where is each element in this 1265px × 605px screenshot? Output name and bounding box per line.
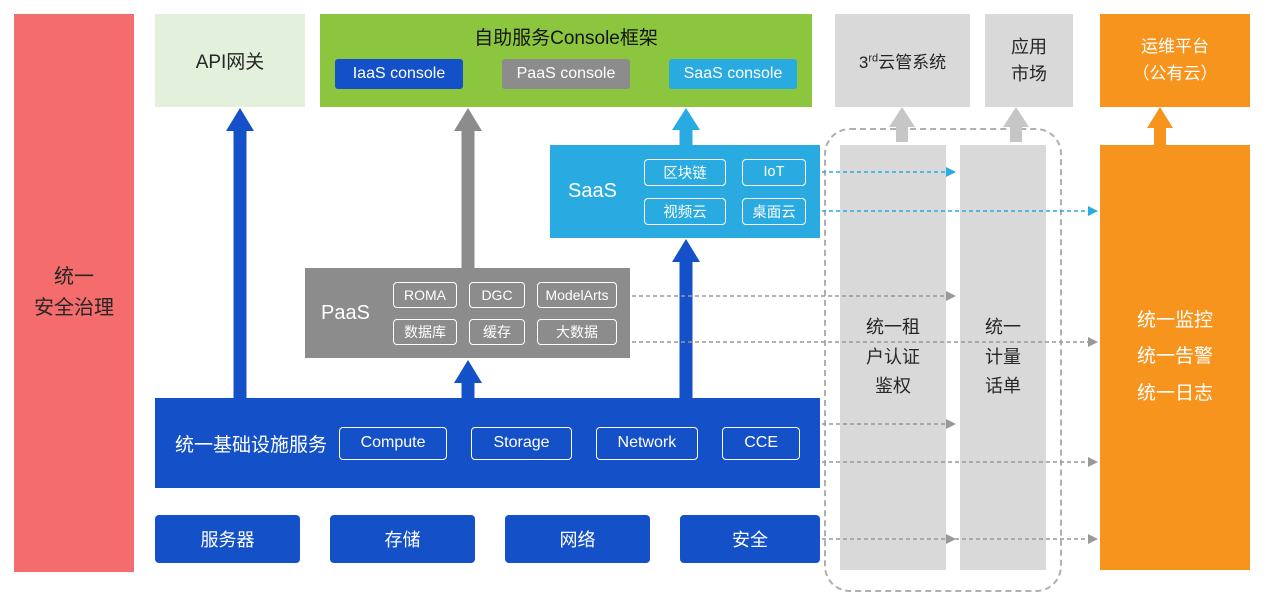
infrastructure-layer-label: 统一基础设施服务 <box>175 434 328 456</box>
infrastructure-services-row: Compute Storage Network CCE <box>338 426 800 460</box>
infrastructure-layer-box: 统一基础设施服务 Compute Storage Network CCE <box>155 398 820 488</box>
cache-chip: 缓存 <box>469 318 525 345</box>
database-chip: 数据库 <box>393 318 457 345</box>
iaas-console-chip: IaaS console <box>335 59 463 89</box>
unified-security-governance-label: 统一 安全治理 <box>34 266 114 319</box>
modelarts-chip: ModelArts <box>537 281 617 308</box>
api-gateway-box: API网关 <box>155 14 305 107</box>
app-market-box: 应用 市场 <box>985 14 1073 107</box>
om-platform-label: 运维平台 （公有云） <box>1132 37 1218 83</box>
bigdata-chip: 大数据 <box>537 318 617 345</box>
paas-layer-box: PaaS ROMA DGC ModelArts 数据库 缓存 大数据 <box>305 268 630 358</box>
storage-chip: Storage <box>471 426 572 460</box>
third-cloud-superscript: rd <box>868 52 879 65</box>
blockchain-chip: 区块链 <box>644 158 726 186</box>
roma-chip: ROMA <box>393 281 457 308</box>
saas-console-chip: SaaS console <box>669 59 797 89</box>
monitoring-box: 统一监控 统一告警 统一日志 <box>1100 145 1250 570</box>
storage-hw-box: 存储 <box>330 515 475 563</box>
paas-services-grid: ROMA DGC ModelArts 数据库 缓存 大数据 <box>393 281 617 345</box>
monitoring-label: 统一监控 统一告警 统一日志 <box>1136 310 1213 404</box>
compute-chip: Compute <box>338 426 448 460</box>
third-cloud-suffix: 云管系统 <box>878 53 947 72</box>
arrow-paas-to-console <box>454 108 482 268</box>
console-framework-box: 自助服务Console框架 IaaS console PaaS console … <box>320 14 812 107</box>
arrow-saas-to-console <box>672 108 700 145</box>
metering-label: 统一 计量 话单 <box>985 316 1021 397</box>
paas-console-chip: PaaS console <box>502 59 630 89</box>
console-framework-row: IaaS console PaaS console SaaS console <box>335 59 797 89</box>
arrow-monitoring-to-om-platform <box>1147 107 1173 145</box>
om-platform-box: 运维平台 （公有云） <box>1100 14 1250 107</box>
third-party-cloud-mgmt-label: 3rd云管系统 <box>859 48 946 73</box>
saas-layer-box: SaaS 区块链 IoT 视频云 桌面云 <box>550 145 820 238</box>
arrow-infra-to-api-gateway <box>226 108 254 398</box>
iot-chip: IoT <box>742 158 806 186</box>
arrow-infra-to-saas <box>672 239 700 398</box>
cce-chip: CCE <box>722 426 800 460</box>
shared-services-dashed-container <box>824 128 1062 592</box>
third-party-cloud-mgmt-box: 3rd云管系统 <box>835 14 970 107</box>
network-chip: Network <box>595 426 699 460</box>
server-box: 服务器 <box>155 515 300 563</box>
arrow-infra-to-paas <box>454 360 482 398</box>
api-gateway-label: API网关 <box>195 52 265 73</box>
network-hw-box: 网络 <box>505 515 650 563</box>
saas-services-grid: 区块链 IoT 视频云 桌面云 <box>644 158 806 225</box>
third-cloud-prefix: 3 <box>858 53 869 72</box>
desktop-cloud-chip: 桌面云 <box>742 197 806 225</box>
console-framework-title: 自助服务Console框架 <box>474 28 658 49</box>
app-market-label: 应用 市场 <box>1011 36 1047 84</box>
metering-bar: 统一 计量 话单 <box>960 145 1046 570</box>
dgc-chip: DGC <box>469 281 525 308</box>
tenant-auth-bar: 统一租 户认证 鉴权 <box>840 145 946 570</box>
tenant-auth-label: 统一租 户认证 鉴权 <box>866 316 920 397</box>
paas-layer-label: PaaS <box>321 301 370 324</box>
security-hw-box: 安全 <box>680 515 820 563</box>
video-cloud-chip: 视频云 <box>644 197 726 225</box>
unified-security-governance-bar: 统一 安全治理 <box>14 14 134 572</box>
saas-layer-label: SaaS <box>568 180 617 202</box>
